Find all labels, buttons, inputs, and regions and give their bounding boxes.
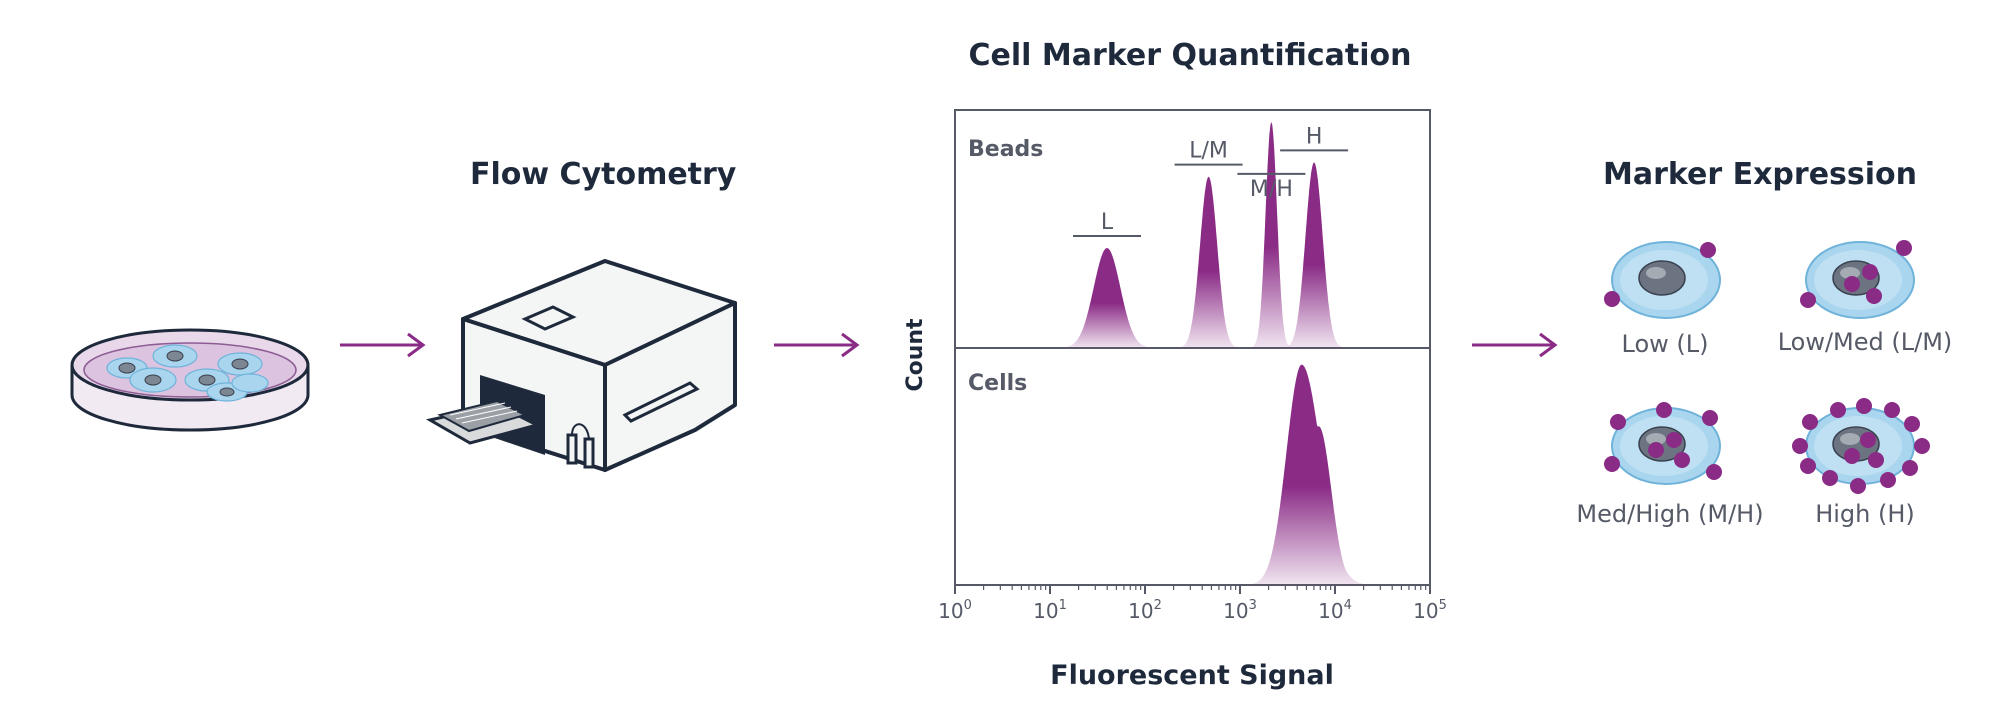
y-axis-label: Count: [903, 318, 928, 392]
x-tick-label: 103: [1223, 598, 1257, 623]
panel-label-beads: Beads: [968, 137, 1043, 162]
x-tick-label: 102: [1128, 598, 1162, 623]
petri-dish-icon: [70, 328, 310, 432]
expression-label-high: High (H): [1815, 500, 1915, 528]
x-tick-label: 104: [1318, 598, 1352, 623]
arrow-right-icon: [340, 332, 426, 358]
x-tick-label: 101: [1033, 598, 1067, 623]
bead-peak: [1053, 248, 1161, 348]
bead-peak: [1174, 176, 1243, 348]
marker-expression-title: Marker Expression: [1602, 157, 1918, 192]
histogram-chart: L L/M M/H H Beads Cells Count Fluorescent S…: [903, 109, 1447, 691]
cell-peak: [1240, 364, 1378, 585]
arrow-right-icon: [774, 332, 860, 358]
x-axis-label: Fluorescent Signal: [1050, 660, 1334, 691]
expression-cell-low-med: [1800, 240, 1915, 319]
expression-label-low-med: Low/Med (L/M): [1777, 328, 1953, 356]
expression-label-low: Low (L): [1621, 330, 1709, 358]
peak-label: L: [1101, 210, 1114, 235]
peak-label: L/M: [1189, 139, 1228, 164]
x-tick-label: 100: [938, 598, 972, 623]
arrow-right-icon: [1472, 332, 1558, 358]
bead-peak: [1248, 121, 1295, 349]
expression-cell-med-high: [1604, 402, 1722, 485]
peak-label: H: [1306, 124, 1323, 149]
peak-label: M/H: [1250, 177, 1293, 202]
flow-cytometer-icon: [425, 259, 737, 472]
bead-peak: [1279, 162, 1349, 348]
expression-cell-high: [1792, 398, 1930, 494]
cell-marker-quantification-title: Cell Marker Quantification: [968, 38, 1412, 73]
expression-label-med-high: Med/High (M/H): [1576, 500, 1764, 528]
panel-label-cells: Cells: [968, 371, 1027, 396]
expression-cell-low: [1604, 241, 1721, 319]
flow-cytometry-title: Flow Cytometry: [470, 157, 737, 192]
x-tick-label: 105: [1413, 598, 1447, 623]
